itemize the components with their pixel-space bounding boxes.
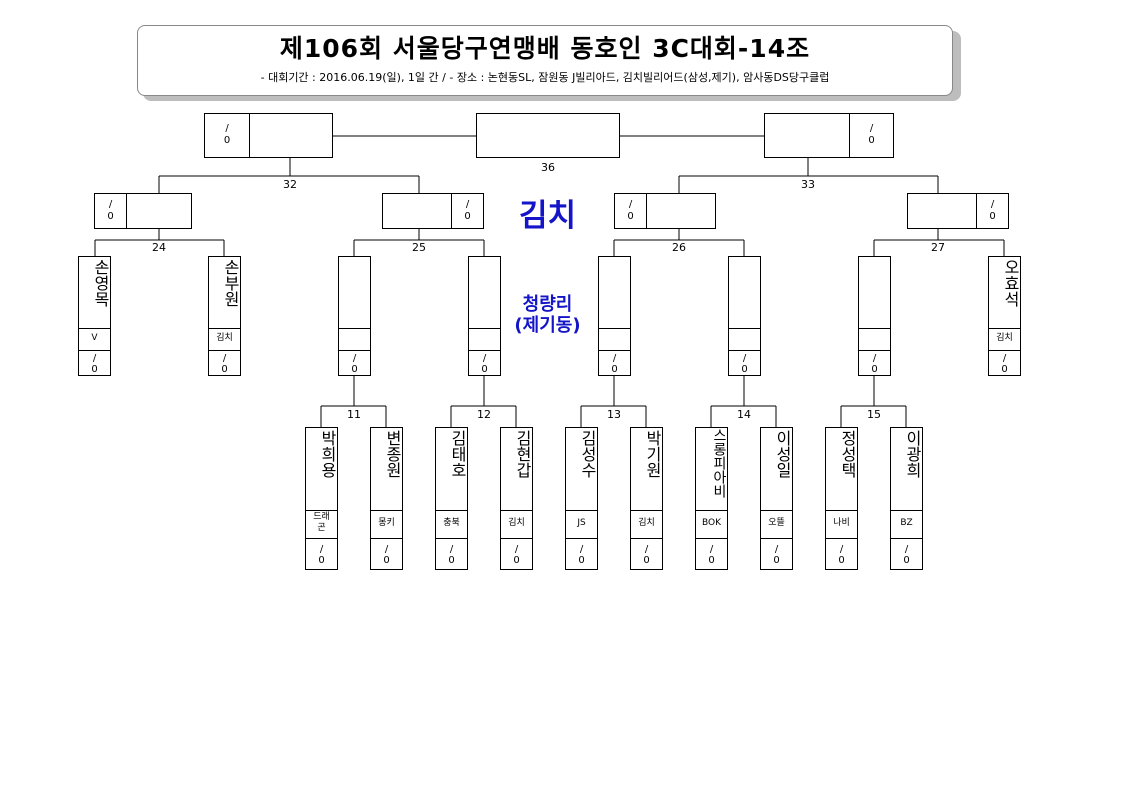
player-slot: / 0 <box>468 256 501 376</box>
player-score: / 0 <box>903 544 910 566</box>
player-name: 박기원 <box>643 430 662 478</box>
tournament-info: - 대회기간 : 2016.06.19(일), 1일 간 / - 장소 : 논현… <box>260 71 830 84</box>
player-slot: 박희용 드래곤 / 0 <box>305 427 338 570</box>
player-score: / 0 <box>643 544 650 566</box>
player-score: / 0 <box>1001 353 1008 375</box>
winner-slot <box>476 113 620 158</box>
player-score: / 0 <box>481 353 488 375</box>
match-number-13: 13 <box>607 408 621 421</box>
player-score: / 0 <box>773 544 780 566</box>
match-number-12: 12 <box>477 408 491 421</box>
player-slot: / 0 <box>338 256 371 376</box>
match-number-15: 15 <box>867 408 881 421</box>
player-score: / 0 <box>741 353 748 375</box>
player-slot: 이성일 오뜰 / 0 <box>760 427 793 570</box>
player-name: 김태호 <box>448 430 467 478</box>
player-name: 정성택 <box>838 430 857 478</box>
player-score: / 0 <box>838 544 845 566</box>
semi-slot-3 <box>646 193 716 229</box>
player-score: / 0 <box>383 544 390 566</box>
player-slot: / 0 <box>728 256 761 376</box>
player-slot: 변종원 몽키 / 0 <box>370 427 403 570</box>
player-score: / 0 <box>91 353 98 375</box>
player-slot: 김현갑 김치 / 0 <box>500 427 533 570</box>
player-slot: 스롱피아비 BOK / 0 <box>695 427 728 570</box>
player-score: / 0 <box>513 544 520 566</box>
match-number-27: 27 <box>931 241 945 254</box>
match-number-11: 11 <box>347 408 361 421</box>
player-name: 스롱피아비 <box>711 428 727 498</box>
venue-sub: 청량리 (제기동) <box>514 294 581 336</box>
player-score: / 0 <box>448 544 455 566</box>
player-name: 김현갑 <box>513 430 532 478</box>
final-right-slot <box>764 113 850 158</box>
page-title: 제106회 서울당구연맹배 동호인 3C대회-14조 <box>279 34 811 63</box>
player-name: 오효석 <box>1001 259 1020 307</box>
player-slot: / 0 <box>598 256 631 376</box>
semi-slot-2 <box>382 193 452 229</box>
player-slot: / 0 <box>858 256 891 376</box>
player-name: 손부원 <box>221 259 240 307</box>
player-club: V <box>91 333 98 343</box>
score-final-right: / 0 <box>849 113 894 158</box>
player-score: / 0 <box>351 353 358 375</box>
player-club: 드래곤 <box>313 512 330 533</box>
match-number-25: 25 <box>412 241 426 254</box>
match-number-32: 32 <box>283 178 297 191</box>
venue-main: 김치 <box>518 198 577 234</box>
player-club: BOK <box>701 518 721 528</box>
player-club: 김치 <box>508 518 525 528</box>
player-score: / 0 <box>708 544 715 566</box>
player-name: 이광희 <box>903 430 922 478</box>
semi-slot-4 <box>907 193 977 229</box>
player-slot: 김태호 충북 / 0 <box>435 427 468 570</box>
player-club: 김치 <box>216 333 233 343</box>
player-club: 나비 <box>833 518 850 528</box>
score-32-left: / 0 <box>94 193 127 229</box>
score-33-right: / 0 <box>976 193 1009 229</box>
player-slot: 이광희 BZ / 0 <box>890 427 923 570</box>
player-name: 박희용 <box>318 430 337 478</box>
player-score: / 0 <box>871 353 878 375</box>
player-name: 변종원 <box>383 430 402 478</box>
match-number-26: 26 <box>672 241 686 254</box>
player-club: 김치 <box>996 333 1013 343</box>
match-number-14: 14 <box>737 408 751 421</box>
player-club: 오뜰 <box>768 518 785 528</box>
player-slot: 손부원 김치 / 0 <box>208 256 241 376</box>
player-slot: 박기원 김치 / 0 <box>630 427 663 570</box>
player-slot: 정성택 나비 / 0 <box>825 427 858 570</box>
title-box <box>137 25 953 96</box>
player-club: 충북 <box>443 518 460 528</box>
player-club: JS <box>577 518 586 528</box>
match-number-33: 33 <box>801 178 815 191</box>
player-score: / 0 <box>221 353 228 375</box>
semi-slot-1 <box>126 193 192 229</box>
player-slot: 김성수 JS / 0 <box>565 427 598 570</box>
player-name: 손영목 <box>91 259 110 307</box>
score-32-right: / 0 <box>451 193 484 229</box>
player-club: 몽키 <box>378 518 395 528</box>
player-name: 이성일 <box>773 430 792 478</box>
score-final-left: / 0 <box>204 113 250 158</box>
player-score: / 0 <box>318 544 325 566</box>
match-number-24: 24 <box>152 241 166 254</box>
player-name: 김성수 <box>578 430 597 478</box>
player-club: 김치 <box>638 518 655 528</box>
player-slot: 손영목 V / 0 <box>78 256 111 376</box>
player-score: / 0 <box>611 353 618 375</box>
final-left-slot <box>249 113 333 158</box>
score-33-left: / 0 <box>614 193 647 229</box>
match-number-36: 36 <box>541 161 555 174</box>
player-slot: 오효석 김치 / 0 <box>988 256 1021 376</box>
player-club: BZ <box>900 518 913 528</box>
player-score: / 0 <box>578 544 585 566</box>
